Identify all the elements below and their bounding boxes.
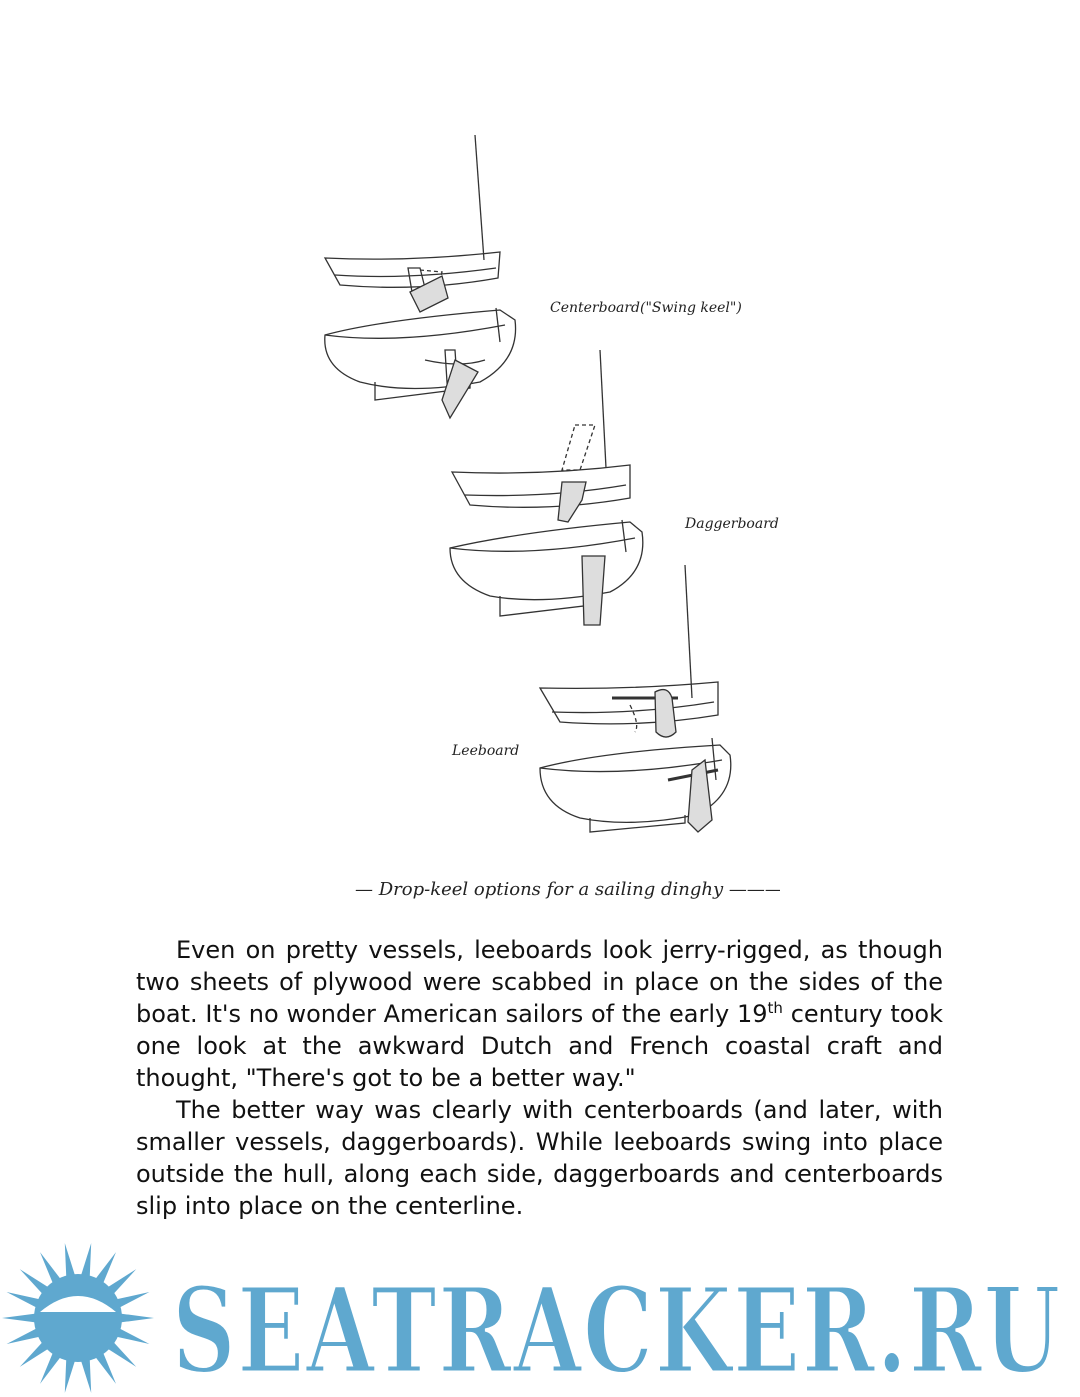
watermark-text: SEATRACKER.RU	[172, 1261, 1062, 1397]
sun-ray	[40, 1252, 63, 1287]
leeboard-profile-boat	[538, 564, 719, 738]
paragraph-1: Even on pretty vessels, leeboards look j…	[136, 934, 943, 1094]
paragraph-2: The better way was clearly with centerbo…	[136, 1096, 943, 1220]
daggerboard-label: Daggerboard	[684, 516, 779, 532]
sun-ray	[64, 1356, 76, 1393]
sun-ray	[80, 1243, 92, 1280]
sun-ray	[113, 1292, 150, 1309]
sun-ray	[64, 1243, 76, 1280]
drop-keel-illustration: Centerboard ("Swing keel") Daggerboard L…	[300, 120, 780, 910]
centerboard-profile-boat	[323, 134, 501, 313]
leeboard-label: Leeboard	[451, 743, 519, 759]
daggerboard-profile-boat	[450, 349, 631, 523]
watermark: SEATRACKER.RU	[0, 1240, 1080, 1397]
ordinal-suffix: th	[767, 999, 783, 1017]
centerboard-perspective-boat	[324, 307, 517, 420]
sun-icon	[2, 1243, 154, 1393]
paragraph-1-end: century took one look at the awkward Dut…	[136, 1000, 944, 1092]
sun-ray	[40, 1349, 63, 1384]
centerboard-label: Centerboard	[550, 300, 640, 316]
sun-ray	[93, 1349, 116, 1384]
sun-ray	[6, 1292, 43, 1309]
drop-keel-drawing: Centerboard ("Swing keel") Daggerboard L…	[323, 134, 780, 900]
figure-caption: — Drop-keel options for a sailing dinghy…	[355, 879, 780, 900]
sun-ray	[117, 1313, 154, 1323]
sun-ray	[80, 1356, 92, 1393]
paragraph-1-start: Even on pretty vessels, leeboards look j…	[136, 936, 943, 1028]
sun-ray	[2, 1313, 39, 1323]
sun-ray	[19, 1269, 51, 1297]
daggerboard-perspective-boat	[449, 519, 644, 626]
sun-ray	[105, 1339, 137, 1367]
sun-ray	[105, 1269, 137, 1297]
sun-ray	[113, 1327, 150, 1344]
leeboard-perspective-boat	[539, 737, 732, 833]
sun-ray	[19, 1339, 51, 1367]
swing-keel-label: ("Swing keel")	[640, 300, 742, 316]
sun-ray	[6, 1327, 43, 1344]
body-text: Even on pretty vessels, leeboards look j…	[136, 934, 943, 1222]
sun-ray	[93, 1252, 116, 1287]
watermark-graphic: SEATRACKER.RU	[2, 1243, 1062, 1397]
